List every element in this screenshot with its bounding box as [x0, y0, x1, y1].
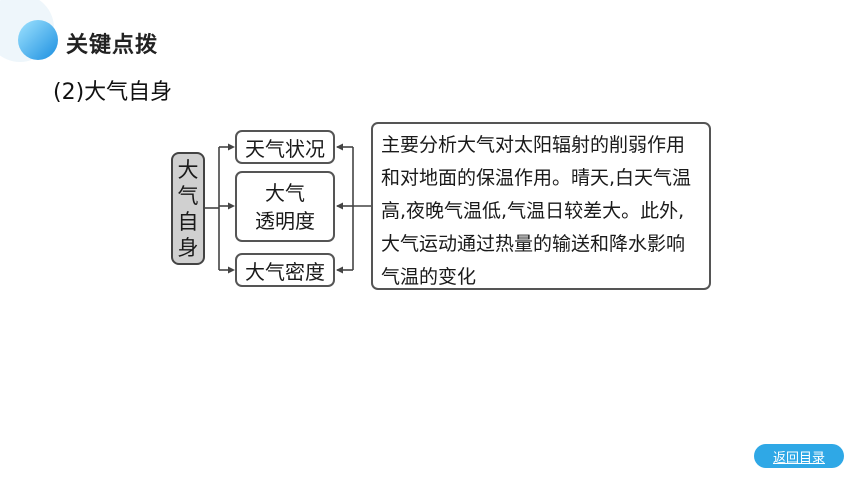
section-heading: (2)大气自身	[53, 80, 173, 105]
factor-transparency: 大气 透明度	[235, 171, 335, 242]
factor-transparency-line1: 大气	[265, 180, 305, 205]
arrow-to-density	[228, 266, 235, 274]
arrow-from-weather	[336, 143, 343, 151]
arrow-to-transparency	[228, 202, 235, 210]
factor-density-label: 大气密度	[245, 259, 325, 284]
root-char: 气	[177, 183, 199, 208]
arrow-from-density	[336, 266, 343, 274]
factor-weather: 天气状况	[235, 130, 335, 164]
root-node-atmosphere-itself: 大 气 自 身	[171, 152, 205, 265]
arrow-from-transparency	[336, 202, 343, 210]
root-char: 身	[177, 235, 199, 260]
factor-transparency-line2: 透明度	[255, 208, 315, 233]
header-decoration	[0, 0, 58, 62]
page-title: 关键点拨	[66, 33, 159, 58]
factor-weather-label: 天气状况	[245, 136, 325, 161]
arrow-to-weather	[228, 143, 235, 151]
root-char: 自	[177, 209, 199, 234]
back-to-contents-button[interactable]: 返回目录	[754, 444, 844, 468]
effect-text: 主要分析大气对太阳辐射的削弱作用和对地面的保温作用。晴天,白天气温高,夜晚气温低…	[381, 134, 692, 288]
factor-density: 大气密度	[235, 253, 335, 287]
root-char: 大	[177, 157, 199, 182]
decor-circle-blue	[18, 20, 58, 60]
effect-description: 主要分析大气对太阳辐射的削弱作用和对地面的保温作用。晴天,白天气温高,夜晚气温低…	[371, 122, 711, 290]
